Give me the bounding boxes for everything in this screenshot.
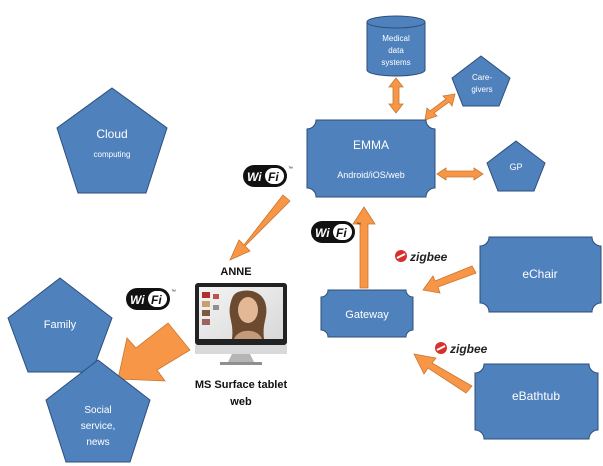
arrow-echair-gateway [422,265,477,294]
tablet-label-line1: MS Surface tablet [195,379,288,391]
wifi-text-right: Fi [336,226,347,240]
wifi-text-right: Fi [151,293,162,307]
cloud-line1: Cloud [96,127,127,141]
medical-line3: systems [381,58,410,67]
wifi-text-left: Wi [315,226,330,240]
wifi-text-right: Fi [268,170,279,184]
avatar [229,290,267,339]
arrow-tablet-family [117,322,191,382]
anne-label: ANNE [220,266,251,278]
arrow-medical-emma [388,77,404,114]
wifi-tm: ™ [288,166,293,172]
zigbee-icon: zigbee [435,342,488,356]
social-line3: news [86,437,109,448]
wifi-tm: ™ [171,289,176,295]
tablet-label-line2: web [229,396,252,408]
ebathtub-label: eBathtub [512,389,560,403]
wifi-text-left: Wi [130,293,145,307]
node-gp[interactable]: GP [486,140,546,192]
gp-label: GP [509,162,522,172]
wifi-text-left: Wi [247,170,262,184]
node-social-service[interactable]: Social service, news [45,359,151,463]
node-gateway[interactable]: Gateway [320,289,414,338]
family-label: Family [44,319,77,331]
wifi-icon: Wi Fi ™ [243,165,293,187]
social-line1: Social [84,405,111,416]
caregivers-line1: Care- [472,73,492,82]
node-emma[interactable]: EMMA Android/iOS/web [306,119,436,198]
node-family[interactable]: Family [7,277,113,373]
caregivers-line2: givers [471,85,492,94]
wifi-tm: ™ [356,222,361,228]
medical-line1: Medical [382,34,410,43]
arrow-gp-emma [436,167,484,181]
tablet-monitor-icon[interactable] [195,283,287,365]
wifi-icon: Wi Fi ™ [311,221,361,243]
node-cloud-computing[interactable]: Cloud computing [56,87,168,194]
emma-subtitle: Android/iOS/web [337,170,405,180]
medical-line2: data [388,46,404,55]
node-ebathtub[interactable]: eBathtub [474,363,599,440]
cloud-line2: computing [94,150,131,159]
arrow-gateway-emma [352,206,376,289]
zigbee-icon: zigbee [395,250,448,264]
echair-label: eChair [522,267,557,281]
wifi-icon: Wi Fi ™ [126,288,176,310]
arrow-emma-anne [229,194,291,261]
node-echair[interactable]: eChair [479,236,602,313]
node-medical-data-systems[interactable]: Medical data systems [366,15,426,77]
social-line2: service, [81,421,115,432]
arrow-caregivers-emma [424,93,456,121]
zigbee-text: zigbee [409,250,448,264]
gateway-label: Gateway [345,309,389,321]
emma-title: EMMA [353,138,389,152]
zigbee-text: zigbee [449,342,488,356]
arrow-ebathtub-gateway [413,353,473,394]
node-caregivers[interactable]: Care- givers [451,55,511,107]
